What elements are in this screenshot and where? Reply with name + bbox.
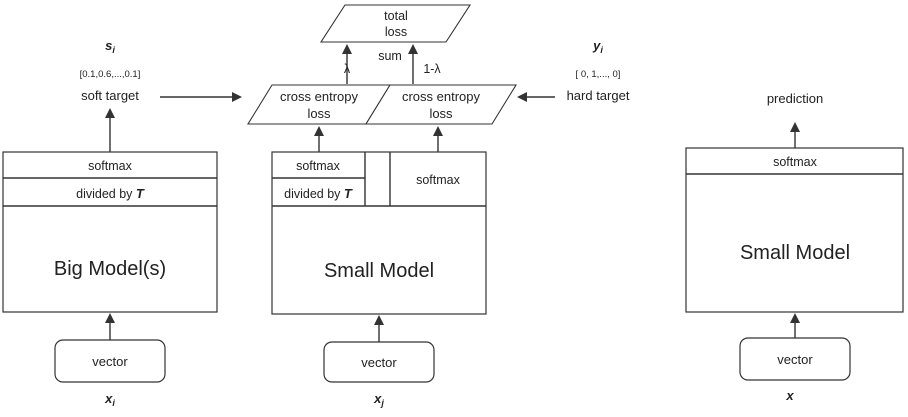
small-divided-by-label: divided by T [284, 186, 353, 201]
arrow-big-to-soft-target [105, 108, 115, 152]
inference-model-box [685, 147, 904, 313]
arrow-vector-to-inference [790, 313, 800, 338]
hard-target-values: [ 0, 1,..., 0] [576, 69, 621, 80]
arrow-hard-target-to-loss [517, 92, 555, 102]
hard-target-symbol: yi [592, 38, 603, 55]
small-softmax-right-label: softmax [416, 173, 461, 187]
soft-target-label: soft target [81, 88, 139, 103]
soft-target-values: [0.1,0.6,...,0.1] [80, 69, 141, 80]
lambda-label: λ [344, 62, 351, 76]
ce-hard-line1: cross entropy [402, 89, 481, 104]
small-vector-label: vector [361, 355, 397, 370]
total-loss-line2: loss [385, 25, 407, 39]
inference-vector-box [739, 337, 851, 381]
prediction-label: prediction [767, 91, 823, 106]
big-model-box [2, 151, 218, 313]
sum-label: sum [378, 49, 402, 63]
small-input-label: xj [373, 391, 384, 408]
inference-model-label: Small Model [740, 242, 850, 264]
arrow-loss1-to-total [342, 44, 352, 84]
arrow-soft-target-to-loss [160, 92, 242, 102]
big-vector-box [54, 339, 166, 383]
big-model-label: Big Model(s) [54, 258, 166, 280]
arrow-loss2-to-total [408, 44, 418, 84]
arrow-softmax-right-to-loss [433, 126, 443, 152]
ce-soft-line1: cross entropy [280, 89, 359, 104]
arrow-vector-to-small [374, 315, 384, 342]
total-loss-box [319, 4, 472, 43]
inference-softmax-label: softmax [773, 155, 818, 169]
big-divided-by-label: divided by T [76, 186, 145, 201]
small-model-box [271, 151, 487, 315]
ce-soft-line2: loss [307, 106, 331, 121]
total-loss-line1: total [384, 9, 408, 23]
big-vector-label: vector [92, 354, 128, 369]
one-minus-lambda-label: 1-λ [423, 62, 441, 76]
big-softmax-label: softmax [88, 159, 133, 173]
small-vector-box [323, 341, 435, 383]
small-model-label: Small Model [324, 260, 434, 282]
ce-hard-line2: loss [429, 106, 453, 121]
small-softmax-left-label: softmax [296, 159, 341, 173]
arrow-softmax-left-to-loss [314, 126, 324, 152]
arrow-small-to-prediction [790, 122, 800, 148]
cross-entropy-loss-hard [365, 84, 517, 125]
inference-vector-label: vector [777, 352, 813, 367]
big-input-label: xi [104, 391, 115, 408]
arrow-vector-to-big [105, 313, 115, 340]
hard-target-label: hard target [567, 88, 630, 103]
soft-target-symbol: si [105, 38, 115, 55]
inference-input-label: x [785, 388, 794, 403]
